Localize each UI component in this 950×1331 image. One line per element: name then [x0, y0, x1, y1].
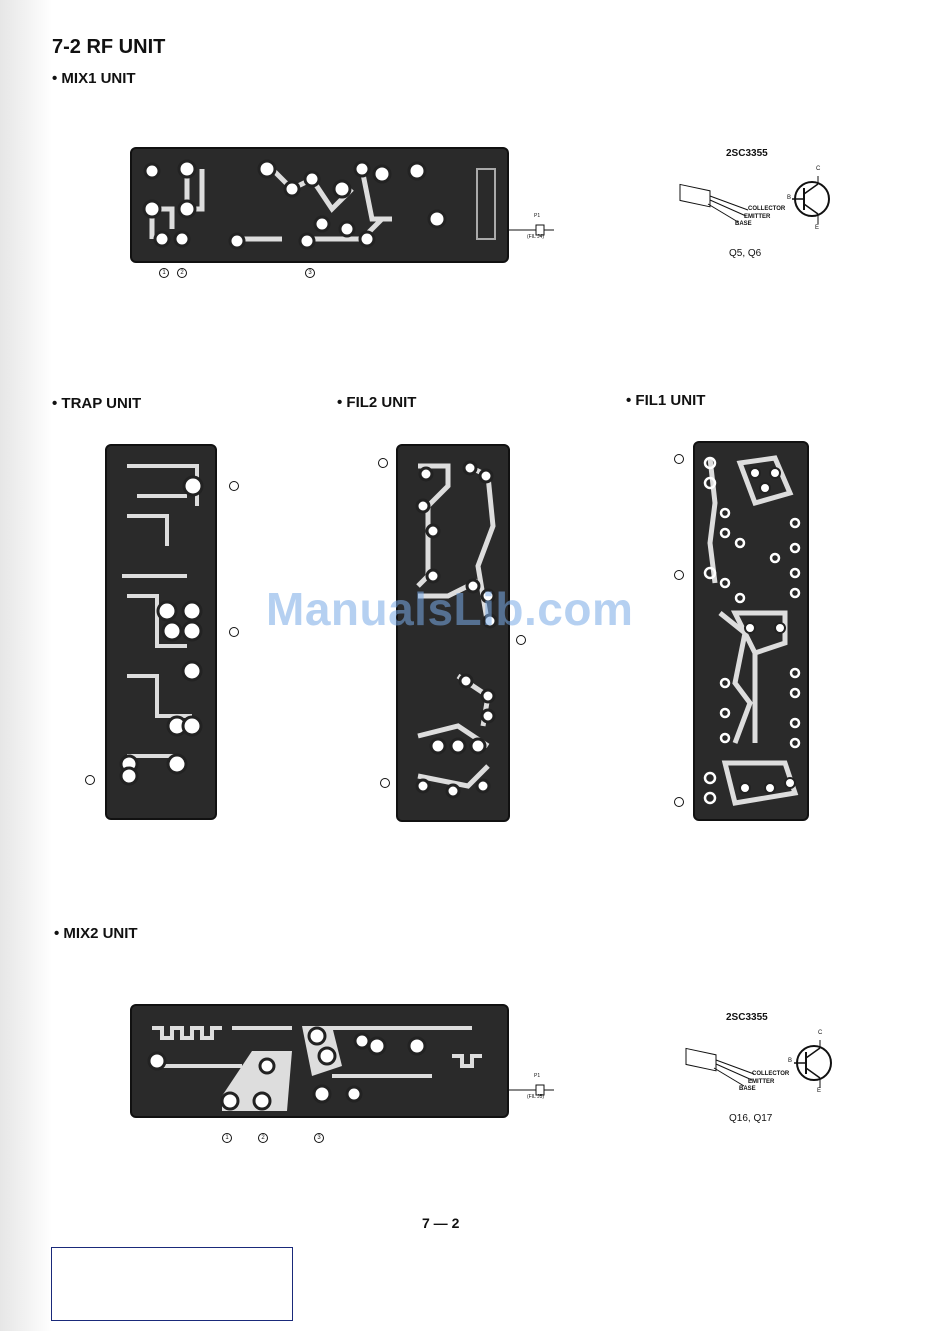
mix2-pin-1: 1: [222, 1133, 232, 1143]
fil1-pcb: [693, 441, 809, 821]
fil2-pin-bottom: [380, 778, 390, 788]
trap-pcb: [105, 444, 217, 820]
trap-pin-mid: [229, 627, 239, 637]
fil1-unit-label: • FIL1 UNIT: [626, 392, 705, 409]
transistor-bottom-c: C: [818, 1030, 822, 1036]
transistor-top-c: C: [816, 166, 820, 172]
transistor-top-refs: Q5, Q6: [729, 248, 761, 259]
mix2-connector-id: P1: [534, 1073, 540, 1079]
transistor-bottom-part: 2SC3355: [726, 1012, 768, 1023]
mix1-pin-2: 2: [177, 268, 187, 278]
transistor-bottom-emitter: EMITTER: [748, 1079, 774, 1085]
transistor-top-diagram: [678, 166, 838, 238]
transistor-bottom-b: B: [788, 1058, 792, 1064]
fil2-unit-label: • FIL2 UNIT: [337, 394, 416, 411]
mix2-pin-3: 3: [314, 1133, 324, 1143]
blank-frame: [51, 1247, 293, 1321]
scan-edge-shadow: [0, 0, 52, 1331]
fil1-pin-mid: [674, 570, 684, 580]
transistor-top-emitter: EMITTER: [744, 214, 770, 220]
mix2-connector-note: (FIL J5): [527, 1094, 544, 1100]
trap-pin-in: [85, 775, 95, 785]
watermark: ManualsLib.com: [266, 582, 633, 636]
trap-pin-out: [229, 481, 239, 491]
transistor-bottom-base: BASE: [739, 1086, 756, 1092]
transistor-bottom-collector: COLLECTOR: [752, 1071, 789, 1077]
trap-unit-label: • TRAP UNIT: [52, 395, 141, 412]
transistor-top-part: 2SC3355: [726, 148, 768, 159]
mix1-pcb: [130, 147, 509, 263]
transistor-top-base: BASE: [735, 221, 752, 227]
fil1-pin-top: [674, 454, 684, 464]
fil1-pin-bottom: [674, 797, 684, 807]
mix1-connector-id: P1: [534, 213, 540, 219]
transistor-bottom-refs: Q16, Q17: [729, 1113, 772, 1124]
mix2-pin-2: 2: [258, 1133, 268, 1143]
mix2-unit-label: • MIX2 UNIT: [54, 925, 138, 942]
mix1-pin-3: 3: [305, 268, 315, 278]
transistor-top-e: E: [815, 225, 819, 231]
fil2-pin-mid: [516, 635, 526, 645]
mix1-pin-1: 1: [159, 268, 169, 278]
page-number: 7 — 2: [422, 1215, 459, 1231]
fil2-pin-top: [378, 458, 388, 468]
transistor-top-b: B: [787, 195, 791, 201]
section-title: 7-2 RF UNIT: [52, 36, 165, 59]
mix1-unit-label: • MIX1 UNIT: [52, 70, 136, 87]
transistor-top-collector: COLLECTOR: [748, 206, 785, 212]
mix1-connector-note: (FIL J4): [527, 234, 544, 240]
mix2-pcb: [130, 1004, 509, 1118]
transistor-bottom-e: E: [817, 1088, 821, 1094]
